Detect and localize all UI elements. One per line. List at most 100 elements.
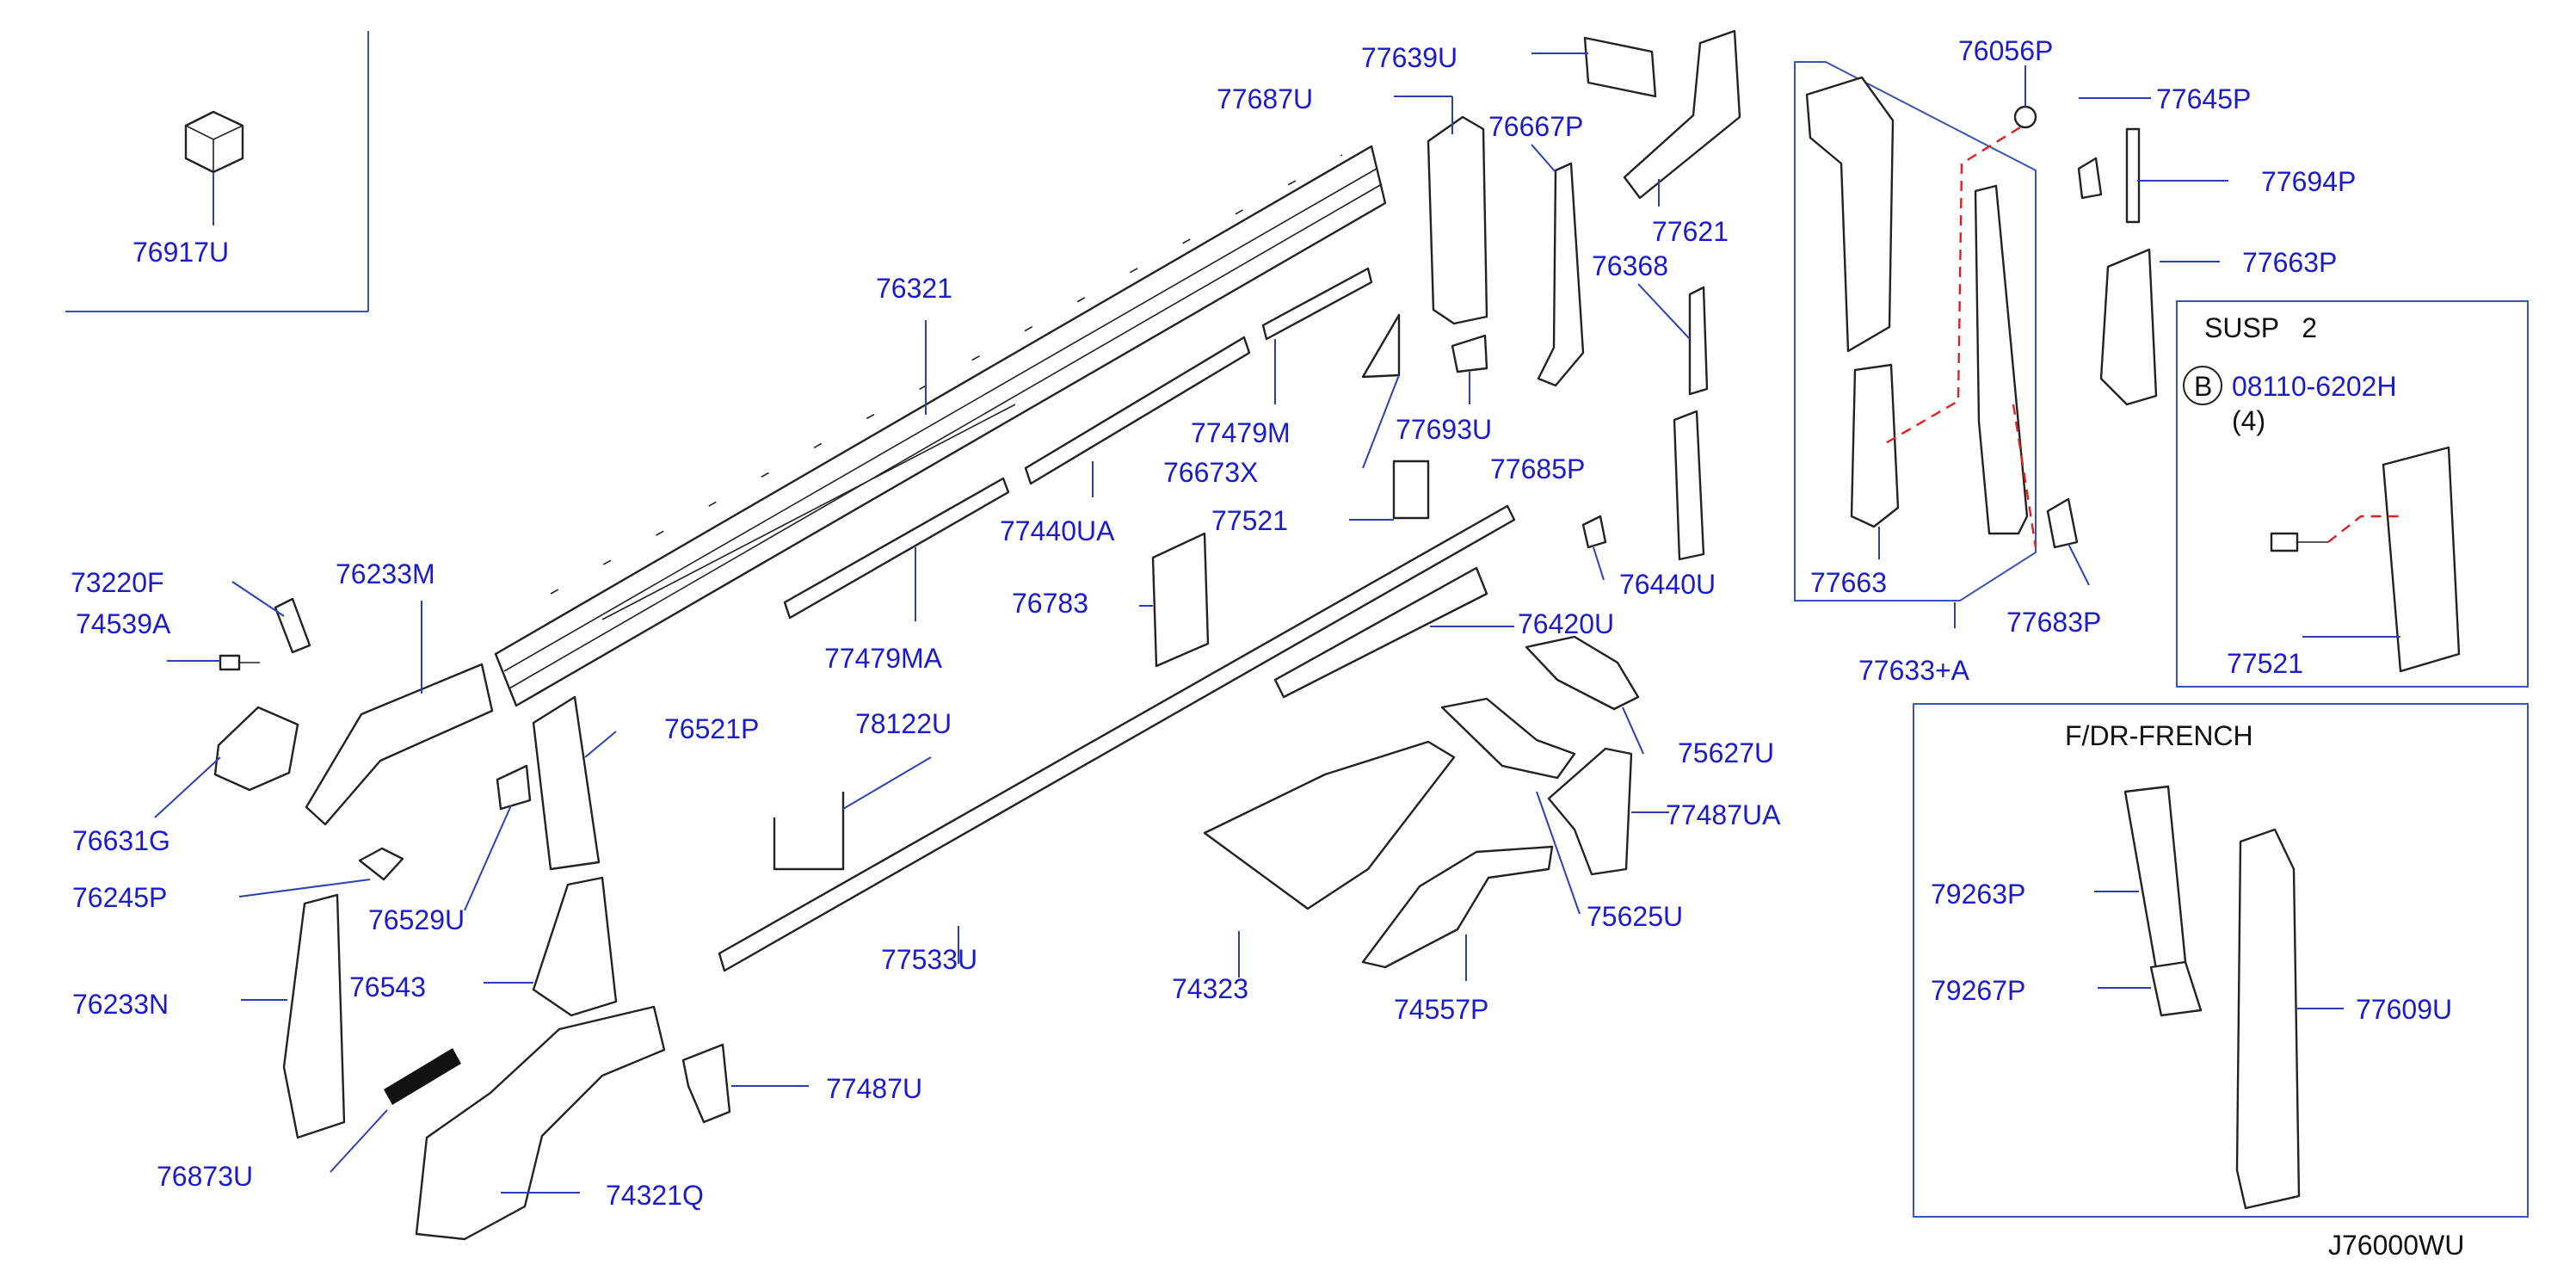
label-76673X: 76673X [1163, 457, 1258, 488]
part-79263P [2123, 785, 2187, 971]
part-77694P [2125, 127, 2141, 224]
part-77479MA [783, 477, 1010, 620]
part-74557P [1361, 845, 1554, 969]
label-76233N: 76233N [72, 989, 169, 1020]
label-77663: 77663 [1810, 567, 1887, 598]
bolt-badge-circle [2183, 366, 2222, 405]
bolt-part-number: 08110-6202H [2232, 371, 2397, 402]
label-75627U: 75627U [1678, 737, 1774, 768]
part-76440U [1673, 410, 1705, 561]
diagram-code: J76000WU [2328, 1230, 2464, 1261]
part-76543 [532, 876, 618, 1017]
label-74321Q: 74321Q [606, 1180, 704, 1211]
label-76529U: 76529U [368, 904, 465, 935]
part-77663P [2099, 248, 2158, 406]
label-76056P: 76056P [1958, 35, 2053, 66]
label-76420U: 76420U [1518, 608, 1614, 639]
label-77487UA: 77487UA [1666, 799, 1781, 830]
label-77533U: 77533U [881, 944, 977, 975]
label-79263P: 79263P [1931, 879, 2025, 910]
label-73220F: 73220F [71, 567, 164, 598]
label-76667P: 76667P [1488, 111, 1583, 142]
part-75627U [1525, 635, 1640, 711]
top-left-frame [65, 31, 369, 312]
label-79267P: 79267P [1931, 975, 2025, 1006]
label-74323: 74323 [1172, 973, 1248, 1004]
label-74557P: 74557P [1394, 994, 1488, 1025]
label-77479MA: 77479MA [824, 643, 943, 674]
part-76368 [1688, 286, 1709, 396]
label-76321: 76321 [876, 273, 952, 304]
label-75625U: 75625U [1587, 901, 1683, 932]
part-77479M [1261, 267, 1373, 341]
label-76917U: 76917U [132, 237, 229, 268]
part-77645P [2077, 157, 2103, 200]
assembly-dash-lines [1883, 126, 2021, 446]
part-76321-rail [494, 145, 1387, 707]
assembly-dash-lines-2 [2012, 404, 2037, 548]
part-77521-susp [2382, 446, 2461, 673]
label-77621: 77621 [1652, 216, 1729, 247]
part-77521-plate [1392, 460, 1430, 520]
part-76631G [213, 706, 299, 792]
part-77685P [1581, 515, 1607, 549]
label-76631G: 76631G [72, 825, 170, 856]
label-77487U: 77487U [826, 1073, 922, 1104]
label-76245P: 76245P [72, 882, 167, 913]
part-76521P [532, 695, 601, 871]
label-76440U: 76440U [1619, 569, 1716, 600]
label-77479M: 77479M [1191, 417, 1291, 448]
part-76233M [305, 663, 494, 826]
part-76056P-nut [2013, 105, 2037, 129]
part-77533U-sill [718, 504, 1516, 972]
part-73220F [274, 597, 311, 654]
part-76420U [1273, 566, 1488, 699]
part-75625U [1440, 697, 1576, 780]
susp-dash-lines [2327, 515, 2400, 543]
label-76233M: 76233M [336, 558, 435, 589]
french-box-title: F/DR-FRENCH [2065, 720, 2253, 751]
label-77633A: 77633+A [1858, 655, 1970, 686]
label-76783: 76783 [1012, 588, 1088, 619]
part-74539A-bolt [219, 654, 260, 671]
label-77694P: 77694P [2261, 166, 2356, 197]
part-76783 [1151, 532, 1210, 668]
part-77633-inner [1974, 184, 2029, 535]
french-box [1913, 703, 2529, 1218]
label-77639U: 77639U [1361, 42, 1457, 73]
part-76529U [496, 764, 532, 811]
bolt-quantity: (4) [2232, 405, 2265, 436]
part-76245P [358, 847, 404, 881]
label-77685P: 77685P [1490, 453, 1585, 484]
part-76233N [282, 893, 346, 1139]
part-76673X [1361, 313, 1401, 379]
part-77693U [1451, 334, 1488, 373]
part-79267P [2149, 960, 2203, 1017]
label-76873U: 76873U [157, 1161, 253, 1192]
label-76521P: 76521P [664, 713, 759, 744]
label-77609U: 77609U [2356, 994, 2452, 1025]
label-77645P: 77645P [2156, 83, 2251, 114]
label-77687U: 77687U [1217, 83, 1313, 114]
assembly-77633-outline [1794, 61, 2037, 601]
part-77683P [2046, 497, 2079, 549]
label-78122U: 78122U [855, 708, 952, 739]
susp-box-title: SUSP 2 [2204, 312, 2317, 343]
label-77521-center: 77521 [1211, 505, 1288, 536]
bolt-08110-6202H [2270, 532, 2328, 552]
part-77487UA [1547, 747, 1633, 876]
part-78122U [773, 792, 845, 871]
leader-lines [154, 52, 2400, 1194]
label-76543: 76543 [349, 972, 426, 1002]
label-74539A: 74539A [76, 608, 171, 639]
part-77687U [1427, 115, 1488, 325]
label-77663P: 77663P [2242, 247, 2337, 278]
part-77440UA [1024, 336, 1251, 485]
part-77609U [2235, 828, 2301, 1210]
part-76917U-cube [184, 110, 244, 174]
part-77639U [1583, 36, 1657, 98]
label-77521-susp: 77521 [2227, 648, 2303, 679]
label-76368: 76368 [1592, 250, 1668, 281]
part-77487U [681, 1043, 731, 1124]
